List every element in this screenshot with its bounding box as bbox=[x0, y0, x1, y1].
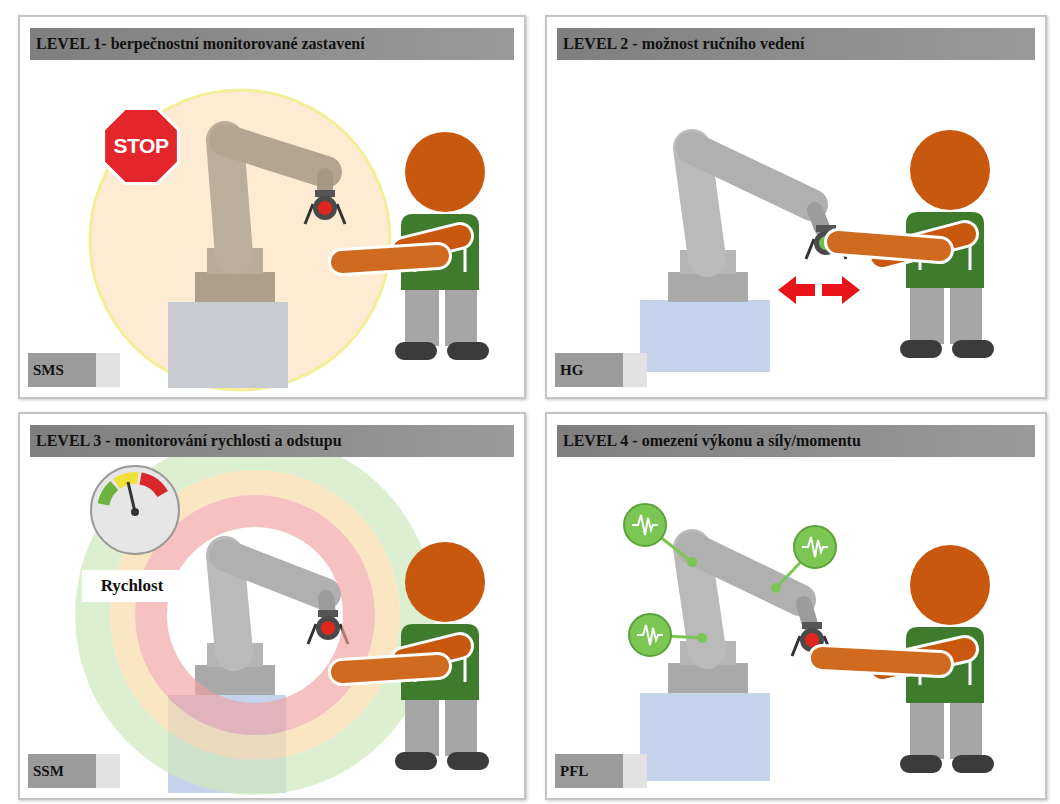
gauge-hub bbox=[131, 508, 139, 516]
waveform-icon bbox=[802, 537, 828, 557]
sensor-point bbox=[687, 557, 697, 567]
waveform-icon bbox=[632, 515, 658, 535]
level-code: PFL bbox=[555, 754, 647, 788]
heading-bar: LEVEL 3 - monitorování rychlosti a odstu… bbox=[30, 425, 514, 457]
heading-bar: LEVEL 1- berpečnostní monitorované zasta… bbox=[30, 28, 514, 60]
level-panel: LEVEL 3 - monitorování rychlosti a odstu… bbox=[18, 412, 526, 800]
robot-upper-arm bbox=[692, 548, 800, 600]
arm-outline bbox=[838, 242, 940, 250]
guide-arrow bbox=[778, 276, 860, 304]
arrow-head bbox=[778, 276, 796, 304]
panel-1-art bbox=[90, 90, 489, 390]
panel-3-art bbox=[75, 435, 489, 795]
level-code: SMS bbox=[28, 353, 120, 387]
robot-pedestal bbox=[640, 693, 770, 781]
sensor-point bbox=[697, 633, 707, 643]
sensor-bubble bbox=[624, 504, 666, 546]
level-panel: LEVEL 4 - omezení výkonu a síly/momentuP… bbox=[545, 412, 1047, 800]
sensor-circle bbox=[794, 526, 836, 568]
level-panel: LEVEL 2 - možnost ručního vedeníHG bbox=[545, 15, 1047, 399]
force-sensors bbox=[624, 504, 836, 656]
sensor-circle bbox=[624, 504, 666, 546]
level-code: SSM bbox=[28, 754, 120, 788]
sensor-bubble bbox=[794, 526, 836, 568]
robot-upper-arm bbox=[692, 148, 812, 205]
sensor-point bbox=[771, 583, 781, 593]
heading-bar: LEVEL 4 - omezení výkonu a síly/momentu bbox=[557, 425, 1035, 457]
worker-arm bbox=[838, 242, 940, 250]
waveform-icon bbox=[637, 625, 663, 645]
heading-bar: LEVEL 2 - možnost ručního vedení bbox=[557, 28, 1035, 60]
worker-arm bbox=[342, 256, 438, 262]
robot-base bbox=[195, 272, 275, 302]
worker-arm bbox=[822, 658, 940, 664]
panel-4-art bbox=[624, 504, 994, 781]
gripper bbox=[305, 190, 345, 224]
robot-upper-arm bbox=[225, 140, 326, 172]
robot-upper-arm bbox=[225, 555, 325, 594]
arm-outline bbox=[822, 658, 940, 664]
panel-2-art bbox=[640, 130, 994, 372]
speed-label: Rychlost bbox=[82, 570, 182, 602]
arm-outline bbox=[342, 666, 438, 672]
gauge-needle bbox=[128, 482, 135, 512]
speed-gauge bbox=[91, 466, 179, 554]
sensor-bubble bbox=[629, 614, 671, 656]
arrow-head bbox=[842, 276, 860, 304]
sensor-circle bbox=[629, 614, 671, 656]
stop-text: STOP bbox=[102, 107, 180, 185]
level-panel: LEVEL 1- berpečnostní monitorované zasta… bbox=[18, 15, 526, 399]
worker-arm bbox=[342, 666, 438, 672]
gauge-red bbox=[141, 479, 163, 495]
robot-pedestal bbox=[640, 300, 770, 372]
level-code: HG bbox=[555, 353, 647, 387]
safety-zone bbox=[90, 90, 390, 390]
robot-wrist bbox=[804, 604, 810, 624]
arm-outline bbox=[342, 256, 438, 262]
arrow-shaft bbox=[795, 284, 815, 296]
arrow-shaft bbox=[822, 284, 843, 296]
gauge-green bbox=[104, 486, 115, 505]
gauge-dial bbox=[91, 466, 179, 554]
robot-pedestal bbox=[168, 302, 288, 388]
speed-zone-green bbox=[75, 435, 435, 795]
stop-sign: STOP bbox=[102, 107, 180, 185]
speed-tag: Rychlost bbox=[82, 570, 182, 602]
